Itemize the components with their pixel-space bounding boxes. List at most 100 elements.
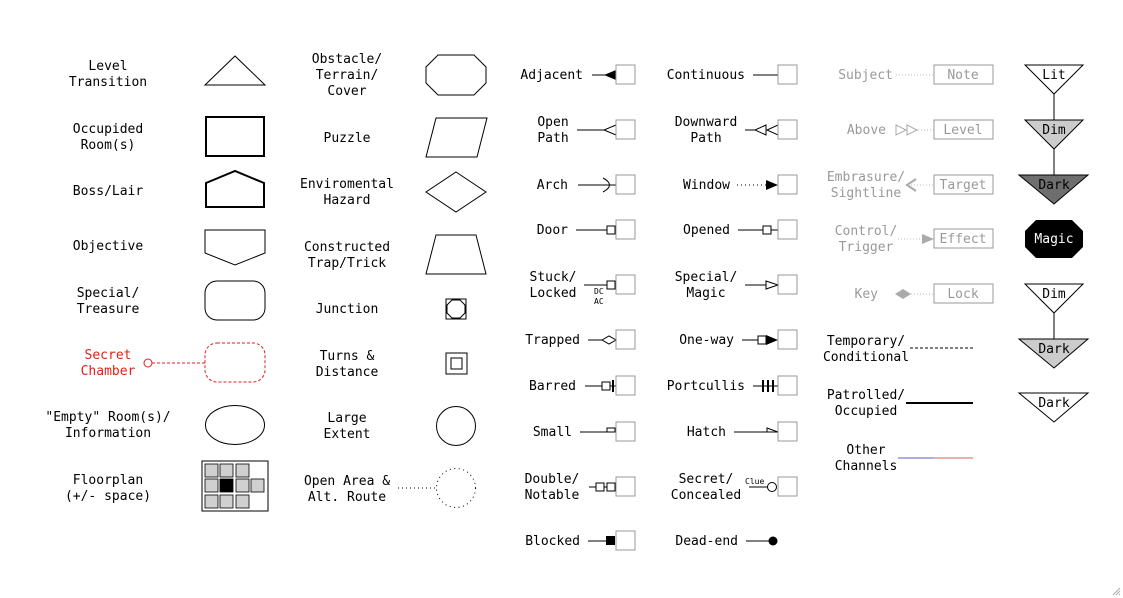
legend-item-obstacle: Obstacle/Terrain/Cover bbox=[312, 52, 487, 99]
label-boss-lair: Boss/Lair bbox=[73, 184, 144, 199]
lighting-dim-2: Dim bbox=[1023, 283, 1085, 314]
label-double-notable: Double/Notable bbox=[525, 472, 580, 503]
turns-outer-square bbox=[445, 352, 468, 375]
label-stuck-locked: Stuck/Locked bbox=[530, 270, 577, 301]
lock-box-label: Lock bbox=[947, 287, 978, 302]
label-line: Window bbox=[683, 178, 730, 193]
label-line: Temporary/ bbox=[827, 334, 905, 349]
dim-label-2: Dim bbox=[1042, 287, 1066, 302]
legend-item-above: Above Level bbox=[847, 119, 994, 140]
legend-item-open-area: Open Area &Alt. Route bbox=[304, 468, 476, 508]
door-square bbox=[606, 225, 616, 235]
target-box bbox=[777, 329, 798, 350]
target-box bbox=[615, 375, 636, 396]
label-line: Subject bbox=[838, 68, 893, 83]
label-junction: Junction bbox=[316, 302, 379, 317]
filled-arrowhead bbox=[766, 335, 778, 345]
label-line: Small bbox=[533, 425, 572, 440]
target-box bbox=[615, 274, 636, 295]
lit-label: Lit bbox=[1042, 68, 1065, 83]
legend-item-arch: Arch bbox=[537, 174, 636, 195]
label-adjacent: Adjacent bbox=[520, 68, 583, 83]
gray-chevron-arrow bbox=[905, 178, 917, 192]
door-square bbox=[601, 381, 611, 391]
note-box bbox=[933, 64, 994, 85]
label-line: Other bbox=[846, 443, 885, 458]
resize-grip-icon[interactable] bbox=[1111, 586, 1121, 596]
label-above: Above bbox=[847, 123, 886, 138]
label-line: Information bbox=[65, 426, 151, 441]
label-portcullis: Portcullis bbox=[667, 379, 745, 394]
dc-label: DC bbox=[594, 287, 604, 296]
label-line: Opened bbox=[683, 223, 730, 238]
dead-end-dot bbox=[768, 536, 778, 546]
label-line: Patrolled/ bbox=[827, 388, 905, 403]
inverted-triangle-light-gray bbox=[1017, 338, 1090, 369]
rounded-rectangle-shape bbox=[204, 280, 266, 321]
lighting-dark: Dark bbox=[1017, 174, 1090, 205]
label-line: Occupied bbox=[835, 404, 898, 419]
trapezoid-shape bbox=[425, 234, 487, 275]
gray-filled-arrow bbox=[922, 234, 934, 244]
lock-box bbox=[933, 283, 994, 304]
label-line: Hazard bbox=[324, 193, 371, 208]
secret-connector-circle bbox=[143, 358, 153, 368]
legend-item-junction: Junction bbox=[316, 298, 467, 320]
label-barred: Barred bbox=[529, 379, 576, 394]
label-line: Notable bbox=[525, 488, 580, 503]
level-box bbox=[933, 119, 994, 140]
label-opened: Opened bbox=[683, 223, 730, 238]
target-box bbox=[777, 119, 798, 140]
target-box bbox=[615, 119, 636, 140]
label-line: Arch bbox=[537, 178, 568, 193]
label-objective: Objective bbox=[73, 239, 144, 254]
target-box bbox=[615, 174, 636, 195]
filled-arrowhead bbox=[766, 180, 778, 190]
label-line: Path bbox=[690, 131, 721, 146]
open-arrowhead-1 bbox=[753, 124, 767, 136]
legend-item-special-magic: Special/Magic bbox=[675, 270, 798, 301]
floorplan-grid bbox=[204, 463, 265, 509]
legend-item-opened: Opened bbox=[683, 219, 798, 240]
legend-item-temporary: Temporary/Conditional bbox=[823, 334, 973, 365]
label-window: Window bbox=[683, 178, 730, 193]
double-door-right bbox=[606, 482, 616, 492]
label-line: Embrasure/ bbox=[827, 170, 905, 185]
label-line: Chamber bbox=[81, 364, 136, 379]
ac-label: AC bbox=[594, 297, 604, 306]
label-puzzle: Puzzle bbox=[324, 131, 371, 146]
label-line: Room(s) bbox=[81, 138, 136, 153]
target-box bbox=[615, 476, 636, 497]
blocked-square bbox=[606, 536, 615, 545]
triangle-shape bbox=[203, 55, 267, 86]
label-line: Special/ bbox=[675, 270, 738, 285]
inverted-triangle-white bbox=[1017, 392, 1090, 423]
legend-item-subject: Subject Note bbox=[838, 64, 994, 85]
label-line: Double/ bbox=[525, 472, 580, 487]
legend-item-patrolled: Patrolled/Occupied bbox=[827, 388, 973, 419]
junction-square bbox=[445, 298, 467, 320]
secret-circle bbox=[767, 482, 777, 492]
dark-label-3: Dark bbox=[1038, 396, 1069, 411]
target-box bbox=[615, 421, 636, 442]
shield-shape bbox=[204, 229, 266, 266]
label-line: Open bbox=[537, 115, 568, 130]
pentagon-house-shape bbox=[205, 169, 265, 208]
legend-item-turns-distance: Turns &Distance bbox=[316, 349, 468, 380]
label-line: Treasure bbox=[77, 302, 140, 317]
label-line: Hatch bbox=[687, 425, 726, 440]
label-line: Enviromental bbox=[300, 177, 394, 192]
label-line: Barred bbox=[529, 379, 576, 394]
label-line: Boss/Lair bbox=[73, 184, 144, 199]
target-box-label: Target bbox=[940, 178, 987, 193]
inverted-triangle-dark-gray bbox=[1017, 174, 1090, 205]
